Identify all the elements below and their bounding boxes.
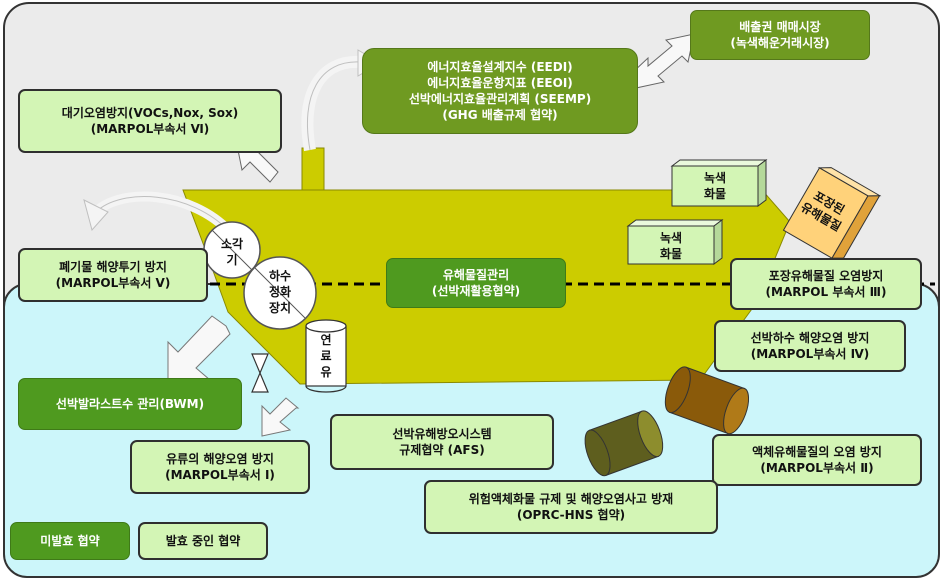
air-pollution-line1: 대기오염방지(VOCs,Nox, Sox) [61, 106, 239, 120]
legend-in-force-label: 발효 중인 협약 [165, 534, 241, 548]
packaged-hazard-line1: 포장유해물질 오염방지 [768, 269, 884, 283]
green-cargo-label-1-line2: 화물 [703, 187, 727, 201]
ghg-line1: 에너지효율설계지수 (EEDI) [427, 60, 573, 74]
hazardous-box: 유해물질관리 (선박재활용협약) [386, 258, 566, 308]
ghg-line2: 에너지효율운항지표 (EEOI) [427, 76, 573, 90]
liquid-box: 액체유해물질의 오염 방지 (MARPOL부속서 Ⅱ) [712, 434, 922, 486]
green-cargo-2 [626, 219, 724, 265]
legend-in-force: 발효 중인 협약 [138, 522, 268, 560]
ghg-line4: (GHG 배출규제 협약) [442, 108, 558, 122]
hazardous-line1: 유해물질관리 [442, 268, 510, 282]
ballast-box: 선박발라스트수 관리(BWM) [18, 378, 242, 430]
drum-brown [664, 366, 750, 435]
incinerator-label-line1: 소각 [220, 237, 244, 251]
afs-line2: 규제협약 (AFS) [399, 443, 485, 457]
valve-icon [251, 353, 269, 393]
emission-trading-box: 배출권 매매시장 (녹색해운거래시장) [690, 10, 870, 60]
opr-box: 위험액체화물 규제 및 해양오염사고 방재 (OPRC-HNS 협약) [424, 480, 718, 534]
air-pollution-box: 대기오염방지(VOCs,Nox, Sox) (MARPOL부속서 Ⅵ) [18, 89, 282, 153]
sewage-line2: (MARPOL부속서 Ⅳ) [750, 347, 870, 361]
green-cargo-label-1-line1: 녹색 [703, 171, 727, 185]
opr-line2: (OPRC-HNS 협약) [516, 508, 626, 522]
green-cargo-label-2-line2: 화물 [659, 247, 683, 261]
emission-trading-line1: 배출권 매매시장 [739, 20, 821, 34]
green-cargo-label-1: 녹색 화물 [680, 170, 750, 202]
sewage-plant-label-line3: 장치 [268, 301, 292, 315]
air-pollution-line2: (MARPOL부속서 Ⅵ) [90, 122, 210, 136]
liquid-line1: 액체유해물질의 오염 방지 [752, 445, 882, 459]
sewage-box: 선박하수 해양오염 방지 (MARPOL부속서 Ⅳ) [714, 320, 906, 372]
legend-unratified: 미발효 협약 [10, 522, 130, 560]
oil-line1: 유류의 해양오염 방지 [166, 452, 274, 466]
sewage-plant-label: 하수 정화 장치 [260, 268, 300, 316]
afs-box: 선박유해방오시스템 규제협약 (AFS) [330, 414, 554, 470]
dumping-line1: 폐기물 해양투기 방지 [59, 260, 167, 274]
liquid-line2: (MARPOL부속서 Ⅱ) [760, 461, 874, 475]
green-cargo-1 [670, 159, 768, 207]
opr-line1: 위험액체화물 규제 및 해양오염사고 방재 [468, 492, 674, 506]
dumping-box: 폐기물 해양투기 방지 (MARPOL부속서 Ⅴ) [18, 248, 208, 302]
fuel-label-line3: 유 [320, 365, 332, 379]
oil-line2: (MARPOL부속서 Ⅰ) [165, 468, 275, 482]
drum-olive [584, 410, 664, 477]
packaged-hazard-box: 포장유해물질 오염방지 (MARPOL 부속서 Ⅲ) [730, 258, 922, 310]
sewage-line1: 선박하수 해양오염 방지 [750, 331, 870, 345]
ghg-line3: 선박에너지효율관리계획 (SEEMP) [408, 92, 592, 106]
fuel-label: 연 료 유 [316, 332, 336, 380]
fuel-label-line1: 연 [320, 333, 332, 347]
incinerator-label: 소각 기 [216, 236, 248, 268]
fuel-label-line2: 료 [320, 349, 332, 363]
ship-funnel [301, 147, 325, 193]
dumping-line2: (MARPOL부속서 Ⅴ) [55, 276, 171, 290]
hazardous-line2: (선박재활용협약) [431, 284, 521, 298]
oil-box: 유류의 해양오염 방지 (MARPOL부속서 Ⅰ) [130, 440, 310, 494]
incinerator-label-line2: 기 [226, 253, 238, 267]
afs-line1: 선박유해방오시스템 [392, 427, 492, 441]
arrow-oil [261, 397, 300, 437]
double-arrow [631, 33, 695, 89]
ghg-box: 에너지효율설계지수 (EEDI) 에너지효율운항지표 (EEOI) 선박에너지효… [362, 48, 638, 134]
emission-trading-line2: (녹색해운거래시장) [730, 36, 830, 50]
packaged-hazard-line2: (MARPOL 부속서 Ⅲ) [765, 285, 887, 299]
packaged-goods-box [782, 167, 882, 259]
green-cargo-label-2: 녹색 화물 [636, 230, 706, 262]
curved-arrow-funnel [301, 55, 361, 152]
green-cargo-label-2-line1: 녹색 [659, 231, 683, 245]
ballast-line1: 선박발라스트수 관리(BWM) [55, 397, 205, 411]
sewage-plant-label-line2: 정화 [268, 285, 292, 299]
sewage-plant-label-line1: 하수 [268, 269, 292, 283]
legend-unratified-label: 미발효 협약 [40, 534, 100, 548]
